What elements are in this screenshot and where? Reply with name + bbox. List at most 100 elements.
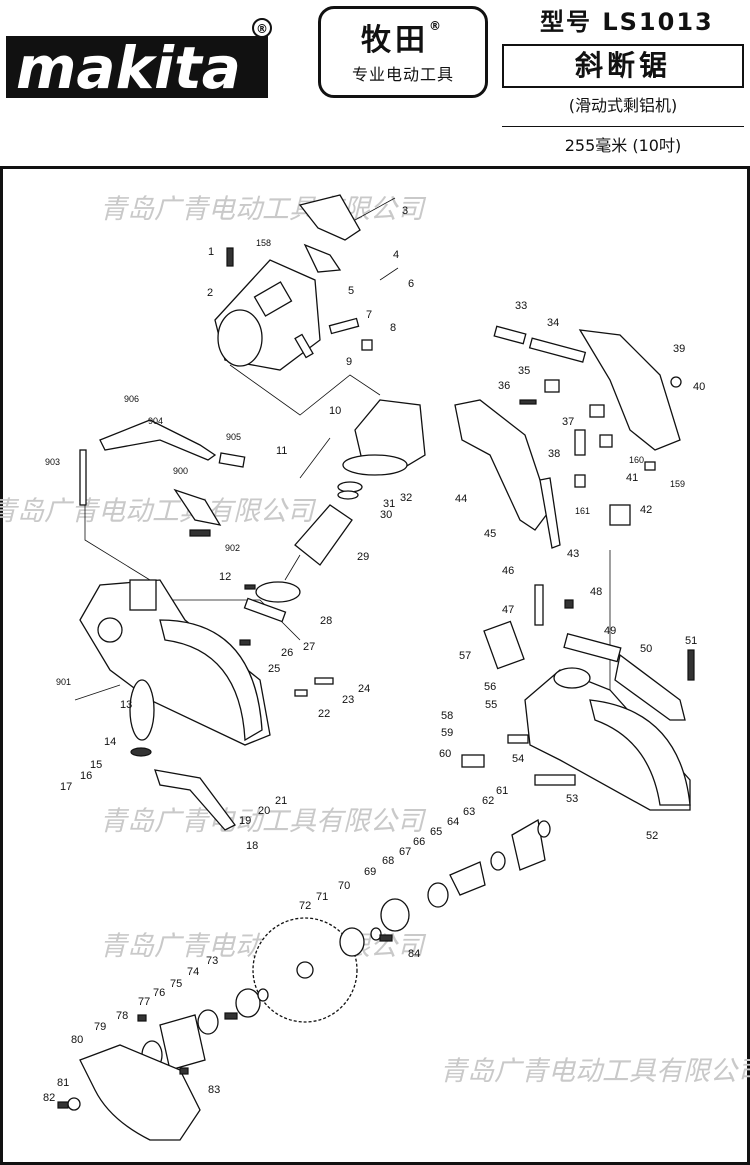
diagram-frame [0,166,750,1165]
watermark-text: 青岛广青电动工具有限公司 [100,194,427,225]
part-number-labels: 3 1 158 4 5 6 2 7 8 9 10 11 32 31 30 29 … [43,205,705,1104]
part-label: 67 [399,846,411,858]
part-label: 39 [673,343,685,355]
part-label: 69 [364,866,376,878]
part-label: 2 [207,287,213,299]
part-label: 79 [94,1021,106,1033]
part-label: 51 [685,635,697,647]
part-label: 34 [547,317,559,329]
part-label: 75 [170,978,182,990]
logo-registered-mark: ® [256,22,268,36]
part-label: 78 [116,1010,128,1022]
logo-text: makita [16,34,241,102]
header-divider [502,126,744,127]
part-label: 29 [357,551,369,563]
part-label: 14 [104,736,116,748]
part-label: 906 [124,394,139,404]
part-label: 63 [463,806,475,818]
part-label: 28 [320,615,332,627]
part-label: 36 [498,380,510,392]
part-label: 158 [256,238,271,248]
part-label: 77 [138,996,150,1008]
part-label: 40 [693,381,705,393]
part-label: 56 [484,681,496,693]
part-label: 42 [640,504,652,516]
part-label: 20 [258,805,270,817]
part-label: 57 [459,650,471,662]
part-label: 55 [485,699,497,711]
part-label: 23 [342,694,354,706]
part-label: 46 [502,565,514,577]
part-label: 35 [518,365,530,377]
part-label: 52 [646,830,658,842]
part-label: 41 [626,472,638,484]
part-label: 53 [566,793,578,805]
part-label: 9 [346,356,352,368]
part-label: 900 [173,466,188,476]
part-label: 32 [400,492,412,504]
part-label: 33 [515,300,527,312]
part-label: 38 [548,448,560,460]
part-label: 62 [482,795,494,807]
part-label: 49 [604,625,616,637]
part-label: 65 [430,826,442,838]
tool-name: 斜断锯 [502,44,744,88]
part-label: 71 [316,891,328,903]
part-label: 4 [393,249,399,261]
tool-type: (滑动式剩铝机) [568,96,678,115]
slide-arm-assembly [461,584,695,811]
part-label: 22 [318,708,330,720]
part-label: 905 [226,432,241,442]
part-label: 72 [299,900,311,912]
part-label: 903 [45,457,60,467]
part-label: 3 [402,205,408,217]
part-label: 10 [329,405,341,417]
watermark-layer: 青岛广青电动工具有限公司 青岛广青电动工具有限公司 青岛广青电动工具有限公司 青… [0,194,750,1087]
chinese-brand-subtitle: 专业电动工具 [351,65,454,84]
part-label: 161 [575,506,590,516]
part-label: 48 [590,586,602,598]
part-label: 27 [303,641,315,653]
part-label: 66 [413,836,425,848]
part-label: 12 [219,571,231,583]
part-label: 13 [120,699,132,711]
part-label: 159 [670,479,685,489]
part-label: 21 [275,795,287,807]
part-label: 83 [208,1084,220,1096]
part-label: 58 [441,710,453,722]
part-label: 45 [484,528,496,540]
part-label: 26 [281,647,293,659]
watermark-text: 青岛广青电动工具有限公司 [440,1056,750,1087]
part-label: 47 [502,604,514,616]
part-label: 76 [153,987,165,999]
part-label: 73 [206,955,218,967]
handle-switch [454,325,682,549]
part-label: 24 [358,683,370,695]
part-label: 160 [629,455,644,465]
chinese-brand-box: 牧田® 专业电动工具 [318,6,488,98]
watermark-text: 青岛广青电动工具有限公司 [0,496,317,527]
part-label: 16 [80,770,92,782]
part-label: 15 [90,759,102,771]
part-label: 82 [43,1092,55,1104]
blade-spindle-assembly [57,818,551,1141]
part-label: 17 [60,781,72,793]
blade-size: 255毫米 (10吋) [564,136,682,155]
part-label: 901 [56,677,71,687]
part-label: 30 [380,509,392,521]
motor-stator-armature [239,399,426,646]
part-label: 60 [439,748,451,760]
part-label: 84 [408,948,420,960]
part-label: 902 [225,543,240,553]
part-label: 68 [382,855,394,867]
makita-logo: makita ® [6,18,272,102]
part-label: 1 [208,246,214,258]
part-label: 59 [441,727,453,739]
part-label: 37 [562,416,574,428]
part-label: 61 [496,785,508,797]
watermark-text: 青岛广青电动工具有限公司 [100,806,427,837]
part-label: 50 [640,643,652,655]
part-label: 31 [383,498,395,510]
part-label: 44 [455,493,467,505]
